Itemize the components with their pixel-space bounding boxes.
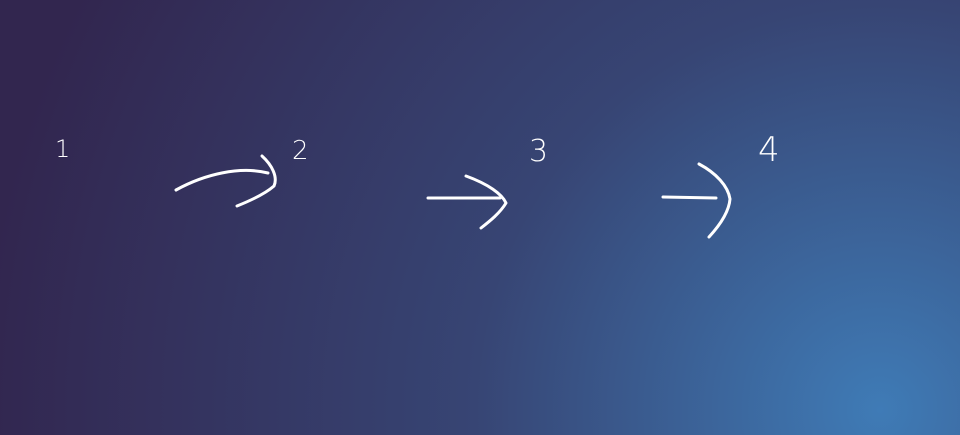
step-3: 3 — [426, 134, 548, 230]
curved-arrow-icon — [174, 154, 277, 208]
step-4: 4 — [661, 130, 780, 239]
step-2-label: 2 — [292, 136, 309, 166]
right-arrow-icon — [426, 174, 508, 230]
step-2: 2 — [174, 136, 309, 208]
step-1: 1 — [55, 135, 70, 163]
bent-arrow-icon — [661, 162, 732, 239]
step-4-label: 4 — [758, 130, 780, 170]
step-1-label: 1 — [55, 135, 70, 163]
step-3-label: 3 — [529, 134, 548, 169]
